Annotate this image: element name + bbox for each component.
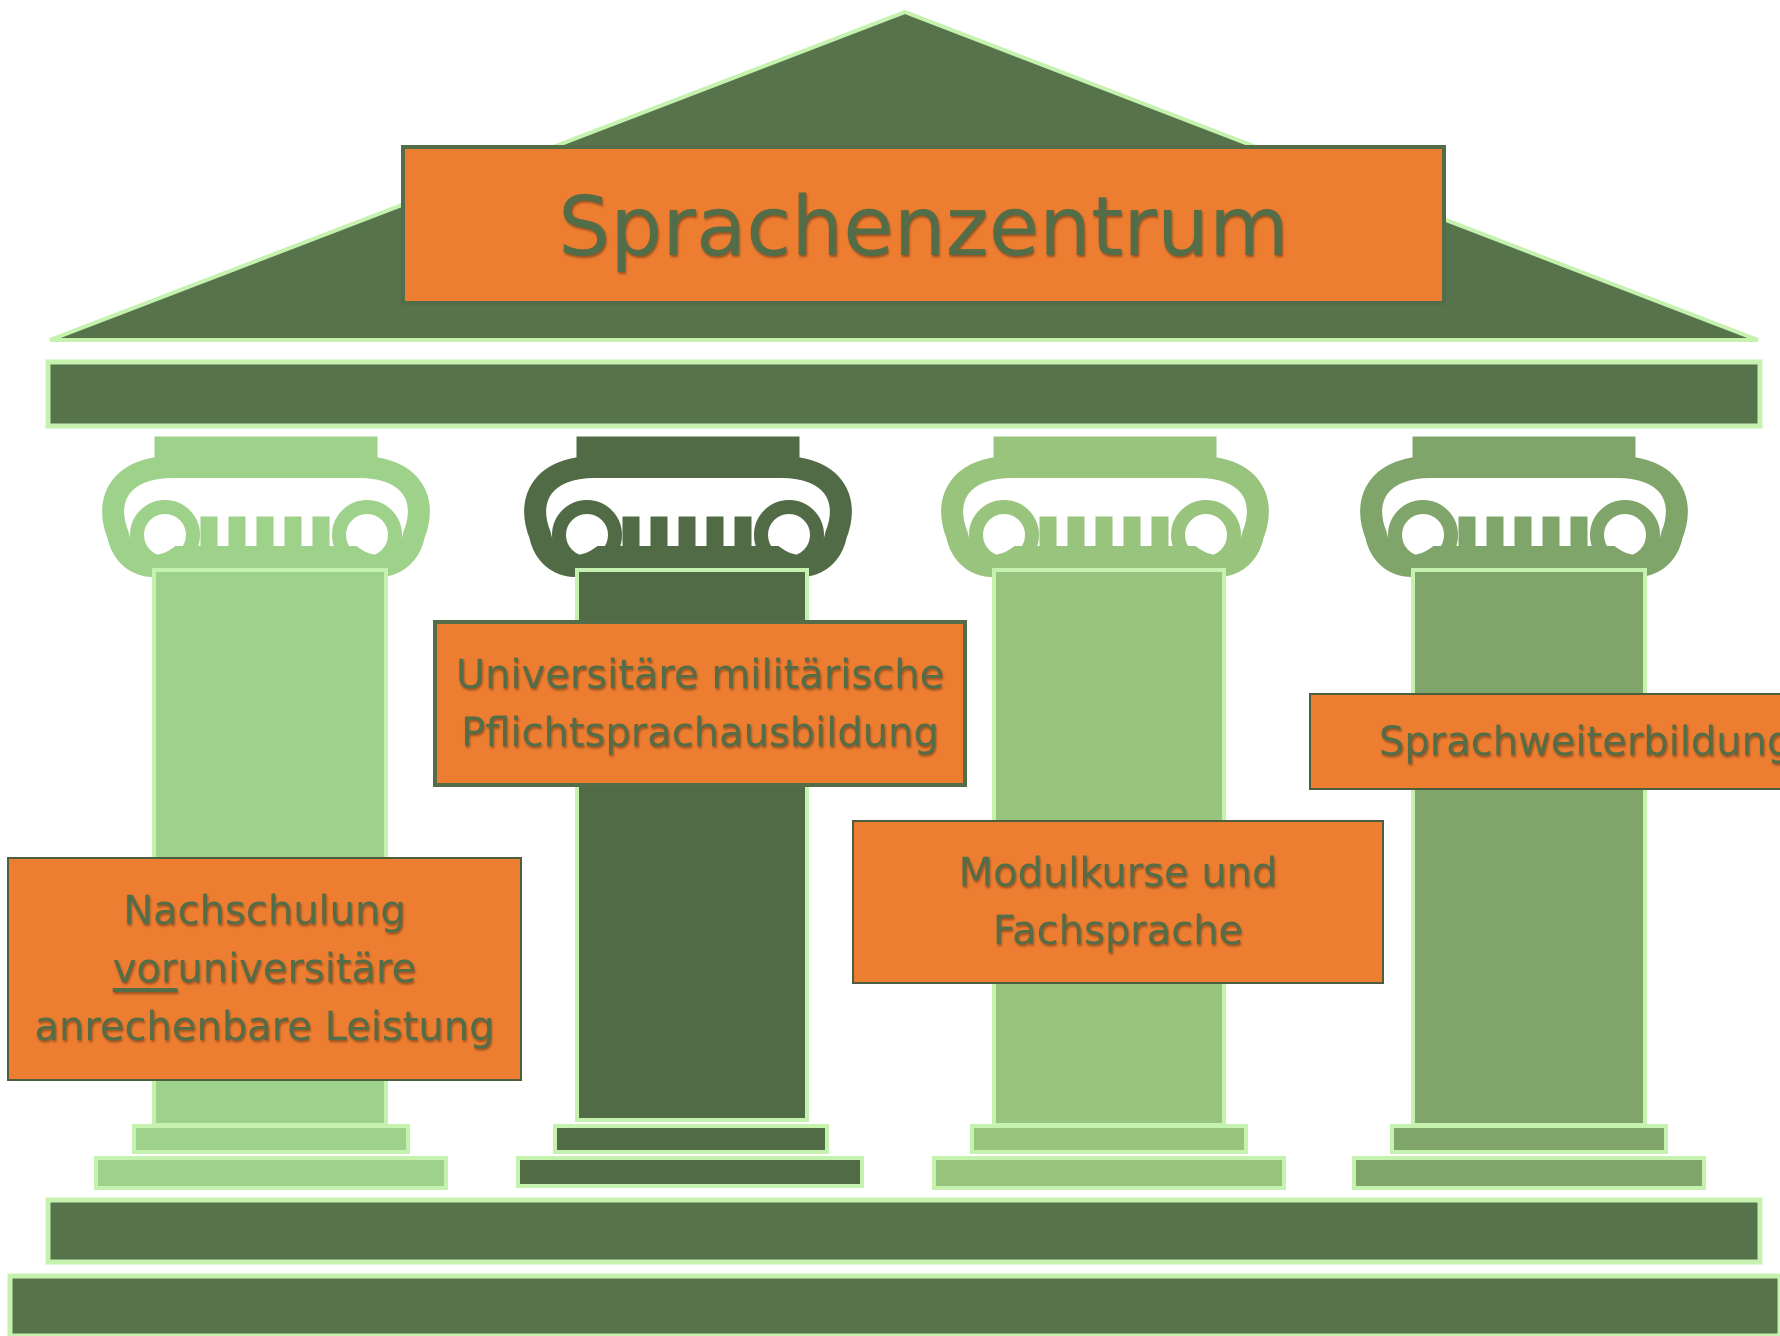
title-text: Sprachenzentrum <box>558 179 1289 275</box>
base-step-upper <box>45 1197 1763 1265</box>
title-label: Sprachenzentrum <box>401 145 1446 305</box>
pillar-3 <box>932 437 1286 1190</box>
pillar-3-line-1: Modulkurse und <box>958 850 1278 896</box>
pillar-1-line-2: voruniversitäre <box>113 940 416 998</box>
pillar-2-line-1: Universitäre militärische <box>455 651 945 698</box>
pillar-3-label: Modulkurse und Fachsprache <box>852 820 1384 984</box>
pillar-2 <box>516 437 864 1188</box>
pillar-3-line-2: Fachsprache <box>992 908 1244 954</box>
line-2-rest: universitäre <box>177 946 417 992</box>
pillar-4 <box>1352 437 1706 1190</box>
architrave <box>45 359 1763 429</box>
pillar-2-line-2: Pflichtsprachausbildung <box>461 709 939 756</box>
pillar-4-label: Sprachweiterbildung <box>1309 693 1780 790</box>
pillar-4-line-1: Sprachweiterbildung <box>1379 718 1780 765</box>
pillar-1-label: Nachschulung voruniversitäre anrechenbar… <box>7 857 522 1081</box>
underlined-prefix: vor <box>112 946 178 992</box>
pillar-2-label: Universitäre militärische Pflichtspracha… <box>433 620 967 787</box>
pillar-1-line-1: Nachschulung <box>123 888 406 934</box>
pillar-1-line-3: anrechenbare Leistung <box>34 1004 495 1050</box>
base-step-lower <box>7 1273 1780 1336</box>
